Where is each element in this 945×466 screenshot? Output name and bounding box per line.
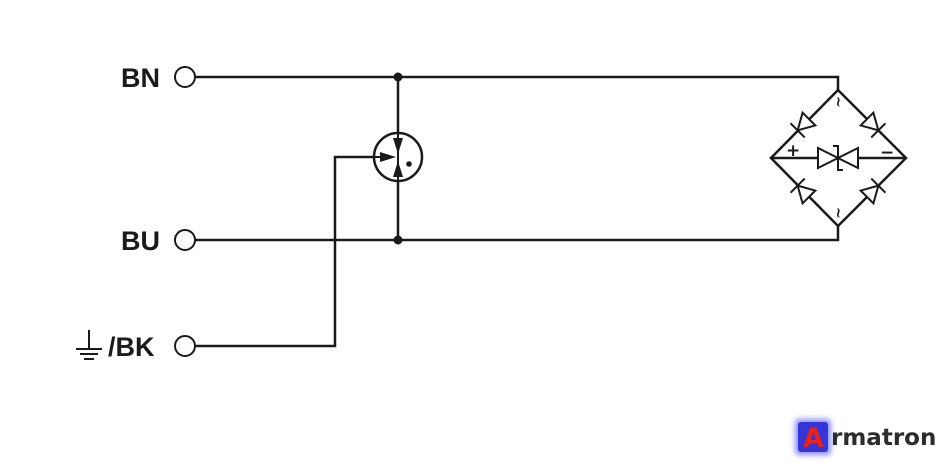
junction-dot-top [393, 72, 403, 82]
terminal-label-bn: BN [121, 63, 160, 93]
wire-bu [195, 226, 840, 242]
logo-initial: A [803, 423, 824, 454]
bridge-plus-label: + [786, 141, 800, 161]
logo-text: rmatron [831, 425, 936, 451]
ground-icon [76, 330, 102, 360]
terminal-bk-connector [174, 335, 196, 357]
wire-bk [195, 155, 374, 348]
bridge-ac-bottom-label: ~ [830, 207, 846, 219]
terminal-label-bk: /BK [108, 332, 155, 362]
terminal-bu-connector [174, 229, 196, 251]
bridge-rectifier-icon [769, 88, 908, 228]
junction-dot-bottom [393, 235, 403, 245]
bridge-ac-top-label: ~ [830, 96, 846, 108]
terminal-label-bu: BU [121, 226, 160, 256]
wires [195, 75, 840, 348]
terminal-bn-connector [174, 66, 196, 88]
armatron-logo: A rmatron [795, 419, 936, 455]
wire-bn [195, 75, 840, 90]
bridge-minus-label: − [880, 143, 894, 163]
sensor-switch-icon [372, 131, 424, 183]
